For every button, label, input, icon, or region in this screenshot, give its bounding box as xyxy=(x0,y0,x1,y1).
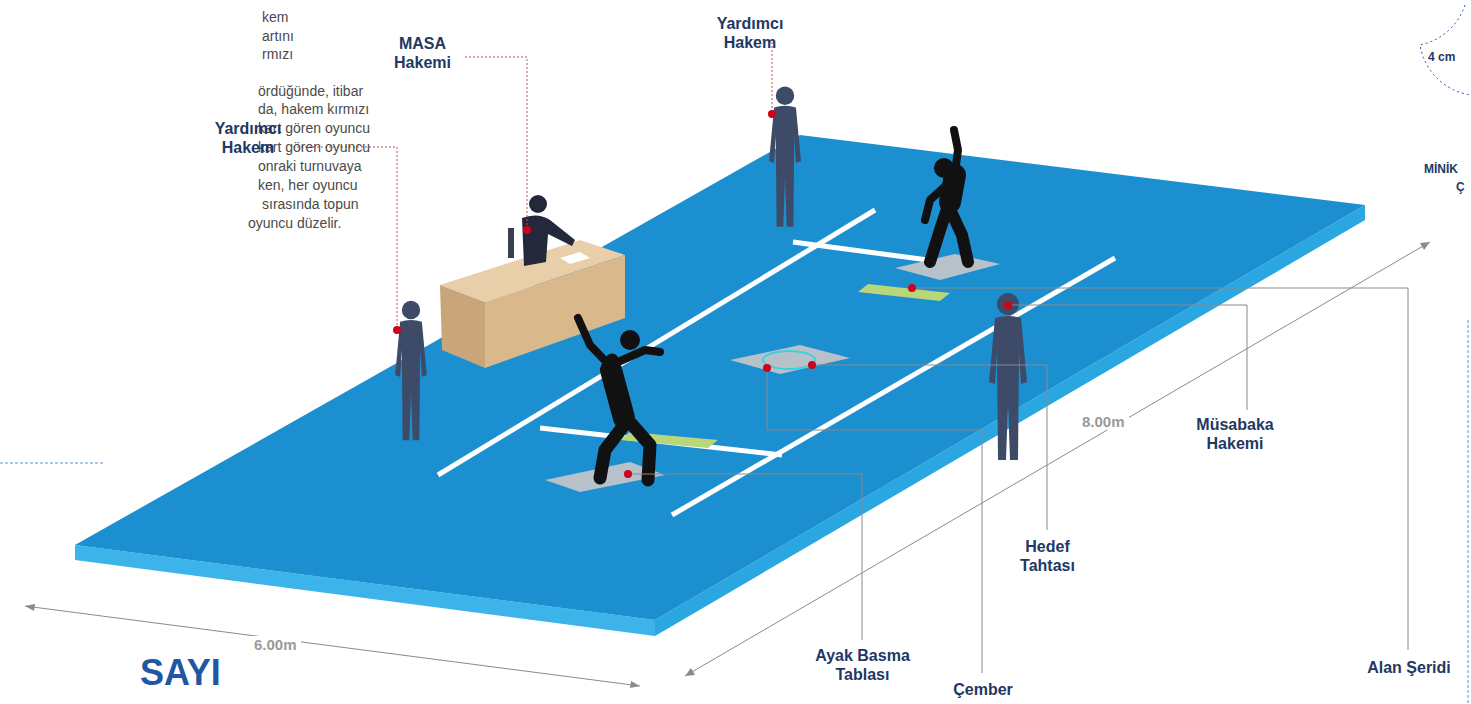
table-side xyxy=(485,255,625,368)
inset-label: MİNİK xyxy=(1424,162,1458,176)
leader-dots xyxy=(393,110,1012,478)
arrow-tips xyxy=(25,242,1430,688)
table-front xyxy=(440,285,485,368)
leader-lines xyxy=(25,40,1430,686)
player-head xyxy=(934,158,954,178)
inset-circle xyxy=(1420,5,1471,95)
table-referee xyxy=(508,195,575,266)
foot-board xyxy=(858,284,950,301)
foot-plate xyxy=(895,254,1000,280)
note-text: kem xyxy=(262,8,288,26)
callout-label: Alan Şeridi xyxy=(1364,658,1454,677)
match-referee xyxy=(989,293,1027,460)
assistant-referee xyxy=(769,86,801,226)
note-text: sırasında topun xyxy=(262,195,359,213)
divider xyxy=(0,463,103,464)
inset-label: 4 cm xyxy=(1428,50,1455,64)
player-head xyxy=(620,330,640,350)
court-top xyxy=(75,135,1365,620)
dimension: 8.00m xyxy=(1078,413,1129,430)
player xyxy=(578,318,660,480)
note-text: oyuncu düzelir. xyxy=(248,214,341,232)
section-heading: SAYI xyxy=(140,652,221,694)
player xyxy=(925,130,968,262)
inset-label: Ç xyxy=(1456,180,1465,194)
note-text: kart gören oyuncu xyxy=(258,138,370,156)
callout-label: Ayak Basma Tablası xyxy=(800,646,925,684)
paper xyxy=(560,252,590,264)
callout-label: Hedef Tahtası xyxy=(1000,537,1095,575)
note-text: da, hakem kırmızı xyxy=(258,100,369,118)
inset-border xyxy=(1468,320,1469,704)
court-lines xyxy=(438,210,1115,515)
callout-label: Müsabaka Hakemi xyxy=(1185,415,1285,453)
note-text: onraki turnuvaya xyxy=(258,157,362,175)
callout-label: MASA Hakemi xyxy=(380,34,465,72)
note-text: rmızı xyxy=(262,45,293,63)
dimension: 6.00m xyxy=(250,636,301,653)
note-text: ördüğünde, itibar xyxy=(258,82,363,100)
callout-label: Yardımcı Hakem xyxy=(203,119,293,157)
ring xyxy=(763,351,815,369)
note-text: ken, her oyuncu xyxy=(258,176,358,194)
note-text: artını xyxy=(262,27,294,45)
assistant-referee xyxy=(395,301,427,440)
callout-label: Çember xyxy=(943,680,1023,699)
target-board xyxy=(730,345,850,374)
callout-label: Yardımcı Hakem xyxy=(705,14,795,52)
